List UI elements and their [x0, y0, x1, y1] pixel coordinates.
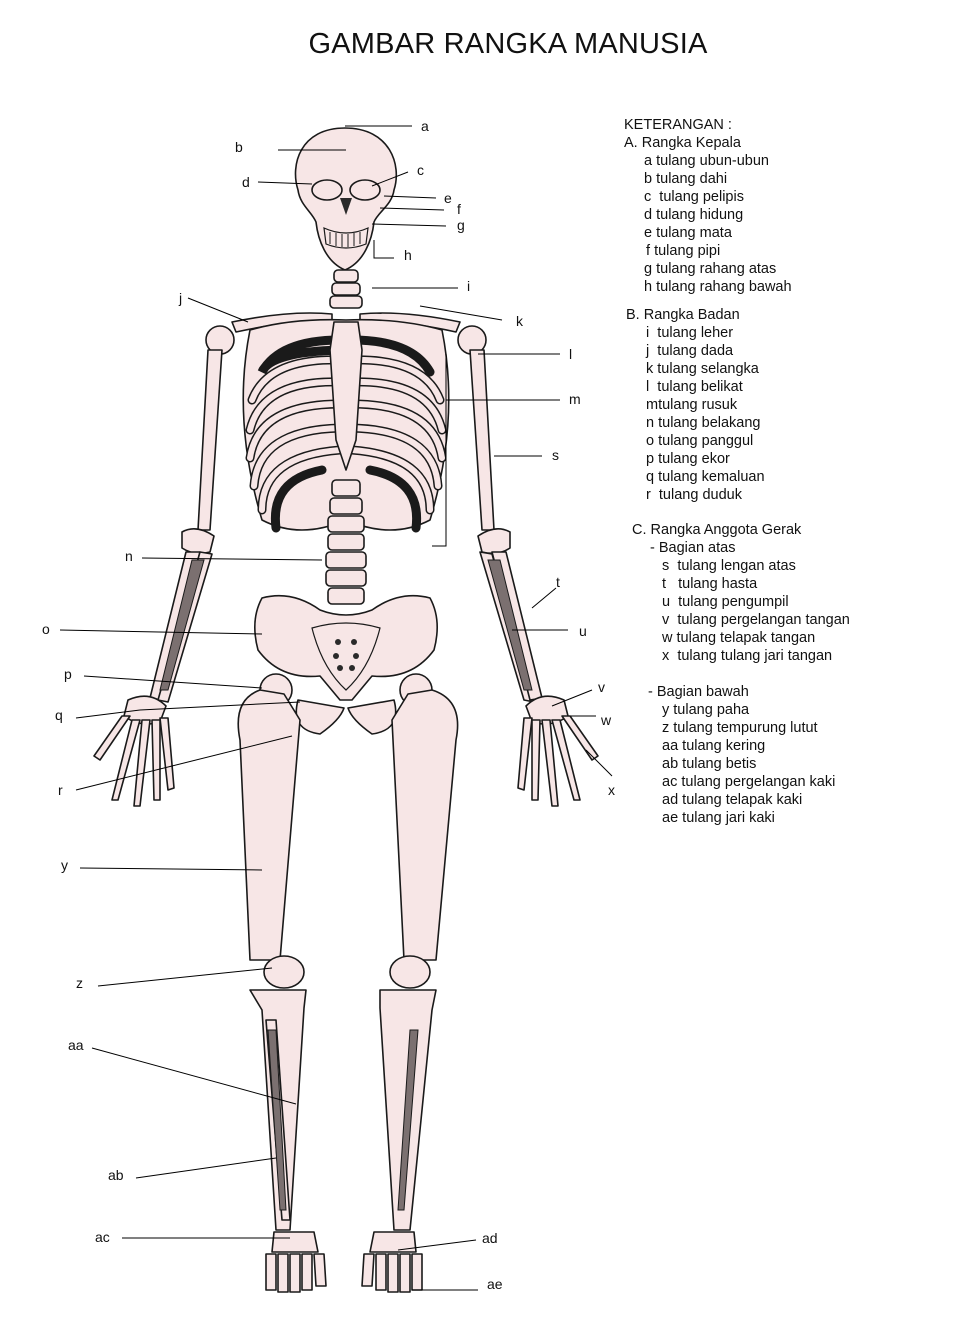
- legend-item: i tulang leher: [624, 324, 850, 342]
- legend-section-title: A. Rangka Kepala: [624, 134, 850, 152]
- label-n: n: [125, 548, 133, 564]
- legend-item: e tulang mata: [624, 224, 850, 242]
- left-arm: [94, 326, 234, 806]
- legend-section-title: B. Rangka Badan: [624, 306, 850, 324]
- legend-item: h tulang rahang bawah: [624, 278, 850, 296]
- label-h: h: [404, 247, 412, 263]
- legend-item: ac tulang pergelangan kaki: [624, 773, 850, 791]
- legend-item: z tulang tempurung lutut: [624, 719, 850, 737]
- label-i: i: [467, 278, 470, 294]
- label-l: l: [569, 346, 572, 362]
- legend-heading: KETERANGAN :: [624, 116, 850, 134]
- right-leg: [362, 674, 458, 1292]
- legend-item: w tulang telapak tangan: [624, 629, 850, 647]
- legend-item: f tulang pipi: [624, 242, 850, 260]
- legend-section-title: C. Rangka Anggota Gerak: [624, 521, 850, 539]
- legend-item: a tulang ubun-ubun: [624, 152, 850, 170]
- legend-item: b tulang dahi: [624, 170, 850, 188]
- label-y: y: [61, 857, 68, 873]
- legend-item: g tulang rahang atas: [624, 260, 850, 278]
- legend-item: mtulang rusuk: [624, 396, 850, 414]
- label-w: w: [600, 712, 612, 728]
- label-m: m: [569, 391, 581, 407]
- label-b: b: [235, 139, 243, 155]
- legend-item: v tulang pergelangan tangan: [624, 611, 850, 629]
- legend-item: t tulang hasta: [624, 575, 850, 593]
- legend-item: r tulang duduk: [624, 486, 850, 504]
- legend-item: k tulang selangka: [624, 360, 850, 378]
- skull: [295, 128, 396, 270]
- label-t: t: [556, 574, 560, 590]
- label-r: r: [58, 782, 63, 798]
- label-a: a: [421, 118, 429, 134]
- label-p: p: [64, 666, 72, 682]
- legend-item: u tulang pengumpil: [624, 593, 850, 611]
- legend-item: s tulang lengan atas: [624, 557, 850, 575]
- legend-item: n tulang belakang: [624, 414, 850, 432]
- label-ab: ab: [108, 1167, 124, 1183]
- label-k: k: [516, 313, 524, 329]
- label-s: s: [552, 447, 559, 463]
- legend-item: c tulang pelipis: [624, 188, 850, 206]
- legend-subsection-title: - Bagian atas: [624, 539, 850, 557]
- skeleton-illustration: [94, 128, 598, 1292]
- legend-item: l tulang belikat: [624, 378, 850, 396]
- label-c: c: [417, 162, 424, 178]
- label-ac: ac: [95, 1229, 110, 1245]
- label-d: d: [242, 174, 250, 190]
- legend-item: p tulang ekor: [624, 450, 850, 468]
- cervical-spine: [330, 270, 362, 308]
- label-e: e: [444, 190, 452, 206]
- legend-subsection-title: - Bagian bawah: [624, 683, 850, 701]
- legend-item: o tulang panggul: [624, 432, 850, 450]
- legend-item: ae tulang jari kaki: [624, 809, 850, 827]
- legend: KETERANGAN : A. Rangka Kepala a tulang u…: [624, 116, 850, 827]
- legend-item: j tulang dada: [624, 342, 850, 360]
- label-z: z: [76, 975, 83, 991]
- legend-item: y tulang paha: [624, 701, 850, 719]
- legend-item: ad tulang telapak kaki: [624, 791, 850, 809]
- label-ad: ad: [482, 1230, 498, 1246]
- left-leg: [238, 674, 326, 1292]
- label-g: g: [457, 217, 465, 233]
- label-v: v: [598, 679, 605, 695]
- label-x: x: [608, 782, 615, 798]
- label-aa: aa: [68, 1037, 84, 1053]
- label-u: u: [579, 623, 587, 639]
- label-ae: ae: [487, 1276, 503, 1292]
- label-f: f: [457, 201, 461, 217]
- label-q: q: [55, 707, 63, 723]
- label-j: j: [178, 290, 182, 306]
- legend-item: d tulang hidung: [624, 206, 850, 224]
- legend-item: x tulang tulang jari tangan: [624, 647, 850, 665]
- legend-item: ab tulang betis: [624, 755, 850, 773]
- legend-item: q tulang kemaluan: [624, 468, 850, 486]
- lumbar-spine: [326, 480, 366, 604]
- label-o: o: [42, 621, 50, 637]
- legend-item: aa tulang kering: [624, 737, 850, 755]
